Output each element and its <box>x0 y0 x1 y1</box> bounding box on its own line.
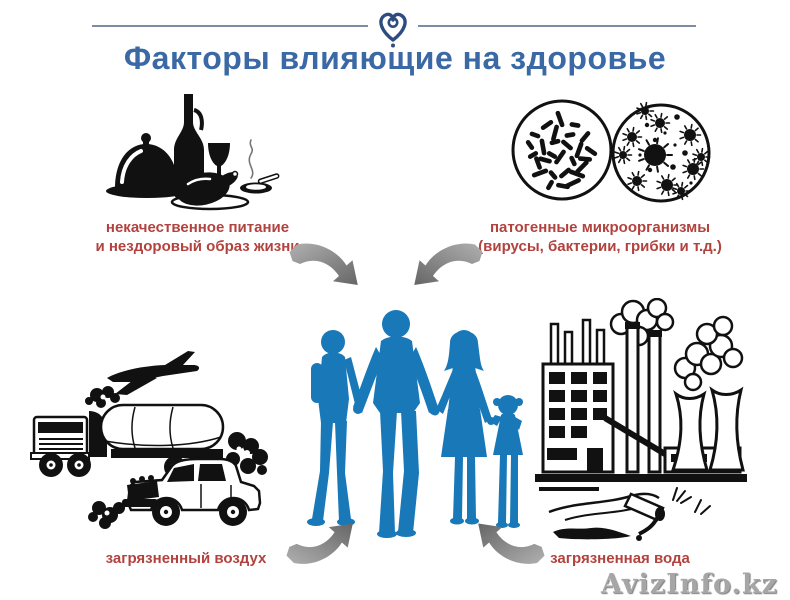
pathogens-caption-line1: патогенные микроорганизмы <box>489 219 711 236</box>
nutrition-caption: некачественное питание и нездоровый обра… <box>55 218 340 256</box>
woman-silhouette <box>430 330 495 525</box>
header-rule-left <box>92 25 368 27</box>
vehicles-exhaust-illustration <box>30 351 268 529</box>
waste-pipe-water-icon <box>548 487 711 541</box>
smoke-plumes-icon <box>609 298 744 392</box>
air-caption: загрязненный воздух <box>105 550 267 567</box>
roast-chicken-icon <box>170 170 250 211</box>
man-silhouette <box>353 310 439 538</box>
suv-car-icon <box>122 457 262 526</box>
microorganisms-illustration <box>511 99 711 203</box>
nutrition-caption-line1: некачественное питание <box>105 219 290 236</box>
boy-silhouette <box>307 330 363 526</box>
bacteria-rods-icon <box>525 110 598 191</box>
arrow-bottom-right-icon <box>478 523 545 564</box>
arrow-top-right-icon <box>414 243 483 285</box>
pathogens-caption-line2: (вирусы, бактерии, грибки и т.д.) <box>478 238 722 256</box>
pathogens-caption: патогенные микроорганизмы (вирусы, бакте… <box>462 218 738 256</box>
page-title: Факторы влияющие на здоровье <box>123 40 667 76</box>
factory-buildings-icon <box>535 318 747 491</box>
car-exhaust-smoke-icon <box>88 501 125 529</box>
airplane-smoke-icon <box>85 386 120 408</box>
cigarette-ashtray-icon <box>240 139 280 194</box>
arrow-top-left-icon <box>289 243 358 285</box>
cloche-icon <box>106 133 188 198</box>
girl-silhouette <box>490 395 523 528</box>
arrow-bottom-left-icon <box>286 523 353 564</box>
heart-ribbon-icon <box>379 12 407 48</box>
truck-exhaust-smoke-icon <box>226 432 268 475</box>
airplane-icon <box>107 351 200 395</box>
nutrition-caption-line2: и нездоровый образ жизни <box>95 238 300 256</box>
watermark: AvizInfo.kz <box>601 569 778 600</box>
wine-glass-icon <box>208 143 230 187</box>
food-alcohol-tobacco-illustration <box>106 94 280 211</box>
water-caption: загрязненная вода <box>550 550 690 567</box>
factory-pollution-illustration <box>535 298 747 541</box>
virus-particles-icon <box>614 101 711 201</box>
family-silhouette <box>307 310 523 538</box>
header-rule-right <box>418 25 696 27</box>
